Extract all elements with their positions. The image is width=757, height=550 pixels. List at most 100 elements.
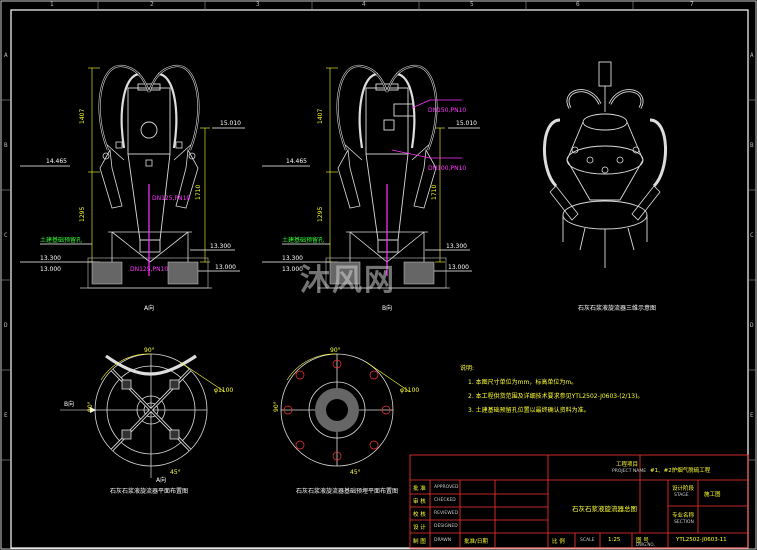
zone-label-top-4: 4	[362, 1, 366, 8]
zone-label-side-e-right: E	[750, 412, 754, 419]
view-plan2-angle-top: 90°	[330, 347, 341, 354]
tb-drawing-no: YTL2502-J0603-11	[676, 537, 727, 543]
view-plan1-diameter: φ1100	[214, 387, 233, 394]
zone-label-top-6: 6	[576, 1, 580, 8]
tb-row-reviewed-cn: 校 核	[413, 512, 426, 518]
view-b-elev-bottom: 13.000	[282, 266, 303, 273]
view-a-green-note: 土建基础预留孔	[40, 236, 82, 244]
tb-project-en: PROJECT NAME	[612, 469, 647, 474]
notes-item-2: 2. 本工程供货范围及详细技术要求参见YTL2502-J0603-(2/13)。	[468, 392, 643, 400]
tb-design-stage: 设计阶段	[672, 486, 695, 492]
zone-label-side-a: A	[4, 52, 8, 59]
tb-row-checked-cn: 审 核	[413, 499, 426, 505]
view-plan2-angle-bottom: 45°	[350, 469, 361, 476]
tb-section: 专业名称	[672, 513, 695, 519]
tb-scale-label: 比 例	[552, 539, 565, 545]
tb-scale-value: 1:25	[608, 537, 621, 543]
zone-label-top-2: 2	[150, 1, 154, 8]
view-b-elev-bottom-r: 13.000	[448, 264, 469, 271]
view-iso-caption: 石灰石浆液旋流器三维示意图	[578, 304, 656, 312]
zone-label-top-3: 3	[256, 1, 260, 8]
view-b-dim-mid: 1295	[317, 207, 324, 222]
tb-stage-en: STAGE	[674, 493, 689, 498]
zone-label-side-c: C	[4, 232, 8, 239]
watermark-text: 沐风网	[300, 263, 396, 298]
view-a-elev-left2: 13.300	[40, 255, 61, 262]
view-b-dim-top: 1407	[317, 109, 324, 124]
view-b-tag1: DN150,PN10	[428, 107, 466, 114]
tb-drawing-title: 石灰石浆液旋流器总图	[572, 505, 637, 513]
notes-heading: 说明:	[460, 364, 474, 372]
tb-row-reviewed-en: REVIEWED	[434, 511, 458, 516]
view-plan1-angle-left: 90°	[87, 401, 94, 412]
zone-label-side-b: B	[4, 142, 8, 149]
view-plan2-angle-left: 90°	[273, 401, 280, 412]
tb-stage-value: 施工图	[704, 492, 721, 498]
view-b-green-note: 土建基础预留孔	[282, 236, 324, 244]
tb-date-label: 批准/日期	[464, 539, 488, 545]
zone-label-top-5: 5	[470, 1, 474, 8]
view-b-elev-right1: 13.300	[446, 243, 467, 250]
view-b-dim-side: 1710	[431, 185, 438, 200]
view-a-dim-side: 1710	[195, 185, 202, 200]
notes-item-3: 3. 土建基础预留孔位置以最终确认资料为准。	[468, 406, 590, 414]
notes-item-1: 1. 本图尺寸单位为mm，标高单位为m。	[468, 378, 577, 386]
watermark-logo: 沐风网	[300, 255, 396, 299]
view-plan1-angle-bottom: 45°	[170, 469, 181, 476]
tb-drawing-no-label: 图 号	[636, 538, 649, 544]
view-a-caption: A向	[144, 304, 154, 312]
view-a-dim-mid: 1295	[79, 207, 86, 222]
tb-project-label: 工程项目	[616, 462, 639, 468]
tb-row-drawn-cn: 制 图	[413, 539, 426, 545]
view-a-tag-mid: DN125,PN10	[152, 195, 190, 202]
view-plan2-diameter: φ1100	[400, 387, 419, 394]
view-a-elev-bottom-r: 13.000	[215, 264, 236, 271]
zone-label-side-a-right: A	[750, 52, 754, 59]
zone-label-top-7: 7	[690, 1, 694, 8]
view-plan1-angle-top: 90°	[144, 347, 155, 354]
view-b-caption: B向	[382, 304, 392, 312]
view-b-elev-top: 15.010	[456, 120, 477, 127]
tb-row-approved-cn: 批 准	[413, 486, 426, 492]
zone-label-side-d: D	[4, 322, 8, 329]
view-plan1-a-dir: A向	[156, 476, 166, 484]
view-b-elev-left: 14.465	[286, 158, 307, 165]
view-plan1-b-dir: B向	[64, 400, 74, 408]
view-a-dim-top: 1407	[79, 109, 86, 124]
view-a-elev-right1: 13.300	[210, 243, 231, 250]
view-a-elev-top: 15.010	[220, 120, 241, 127]
view-plan2-caption: 石灰石浆液旋流器基础预埋平面布置图	[296, 487, 398, 495]
tb-scale-en: SCALE	[580, 538, 595, 543]
tb-section-en: SECTION	[674, 520, 694, 525]
tb-row-approved-en: APPROVED	[434, 485, 459, 490]
zone-label-side-d-right: D	[750, 322, 754, 329]
view-b-elev-left2: 13.300	[282, 255, 303, 262]
view-b-tag2: DN100,PN10	[428, 165, 466, 172]
tb-row-designed-en: DESIGNED	[434, 524, 458, 529]
zone-label-side-c-right: C	[750, 232, 754, 239]
tb-drawing-no-en: DWG.NO.	[636, 542, 655, 547]
tb-row-checked-en: CHECKED	[434, 498, 456, 503]
zone-label-top-1: 1	[50, 1, 54, 8]
view-plan1-caption: 石灰石浆液旋流器平面布置图	[110, 487, 188, 495]
view-a-elev-left: 14.465	[46, 158, 67, 165]
zone-label-side-e: E	[4, 412, 8, 419]
view-a-tag-low: DN125,PN10	[130, 266, 168, 273]
tb-project-value: #1、#2炉烟气脱硫工程	[650, 468, 711, 474]
view-a-elev-bottom: 13.000	[40, 266, 61, 273]
zone-label-side-b-right: B	[750, 142, 754, 149]
tb-row-designed-cn: 设 计	[413, 525, 426, 531]
